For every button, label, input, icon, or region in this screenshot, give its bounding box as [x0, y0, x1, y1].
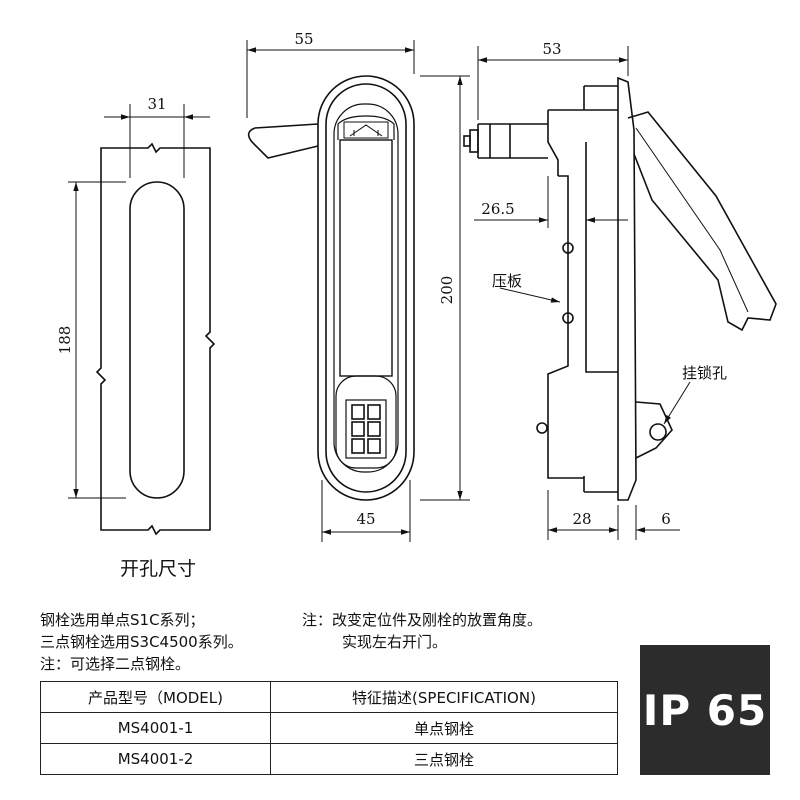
ip-rating-badge: IP 65 — [640, 645, 770, 775]
dim-bottom-depth: 28 — [572, 510, 591, 528]
dim-cutout-height: 188 — [56, 326, 74, 355]
spec-table: 产品型号（MODEL) 特征描述(SPECIFICATION) MS4001-1… — [40, 681, 618, 775]
label-padlock-hole: 挂锁孔 — [682, 364, 727, 382]
dim-bottom-width: 45 — [356, 510, 375, 528]
cell-model: MS4001-1 — [40, 712, 271, 744]
cell-specification: 三点钢栓 — [270, 743, 618, 775]
note-left-2: 三点钢栓选用S3C4500系列。 — [40, 633, 243, 651]
dim-bottom-edge: 6 — [661, 510, 671, 528]
note-right-1: 注：改变定位件及刚栓的放置角度。 — [302, 611, 543, 629]
ip-rating-text: IP 65 — [642, 685, 768, 735]
dim-side-depth: 53 — [542, 40, 561, 58]
cell-model: MS4001-2 — [40, 743, 271, 775]
dim-total-height: 200 — [438, 276, 456, 305]
table-header-row: 产品型号（MODEL) 特征描述(SPECIFICATION) — [40, 681, 618, 713]
header-specification: 特征描述(SPECIFICATION) — [270, 681, 618, 713]
table-row: MS4001-2 三点钢栓 — [40, 743, 618, 775]
note-right-2: 实现左右开门。 — [342, 633, 448, 651]
cell-specification: 单点钢栓 — [270, 712, 618, 744]
header-model: 产品型号（MODEL) — [40, 681, 271, 713]
cutout-view — [68, 104, 216, 536]
label-pressure-plate: 压板 — [492, 272, 522, 290]
dim-handle-width: 55 — [294, 30, 313, 48]
side-view — [463, 46, 777, 540]
front-view — [246, 40, 470, 542]
cutout-caption: 开孔尺寸 — [120, 558, 196, 580]
note-left-1: 钢栓选用单点S1C系列； — [40, 611, 205, 629]
technical-drawing: 31 188 开孔尺寸 55 20 — [56, 30, 777, 580]
note-left-3: 注：可选择二点钢栓。 — [40, 655, 191, 673]
table-row: MS4001-1 单点钢栓 — [40, 712, 618, 744]
dim-side-offset: 26.5 — [481, 200, 514, 218]
dim-cutout-width: 31 — [147, 95, 166, 113]
